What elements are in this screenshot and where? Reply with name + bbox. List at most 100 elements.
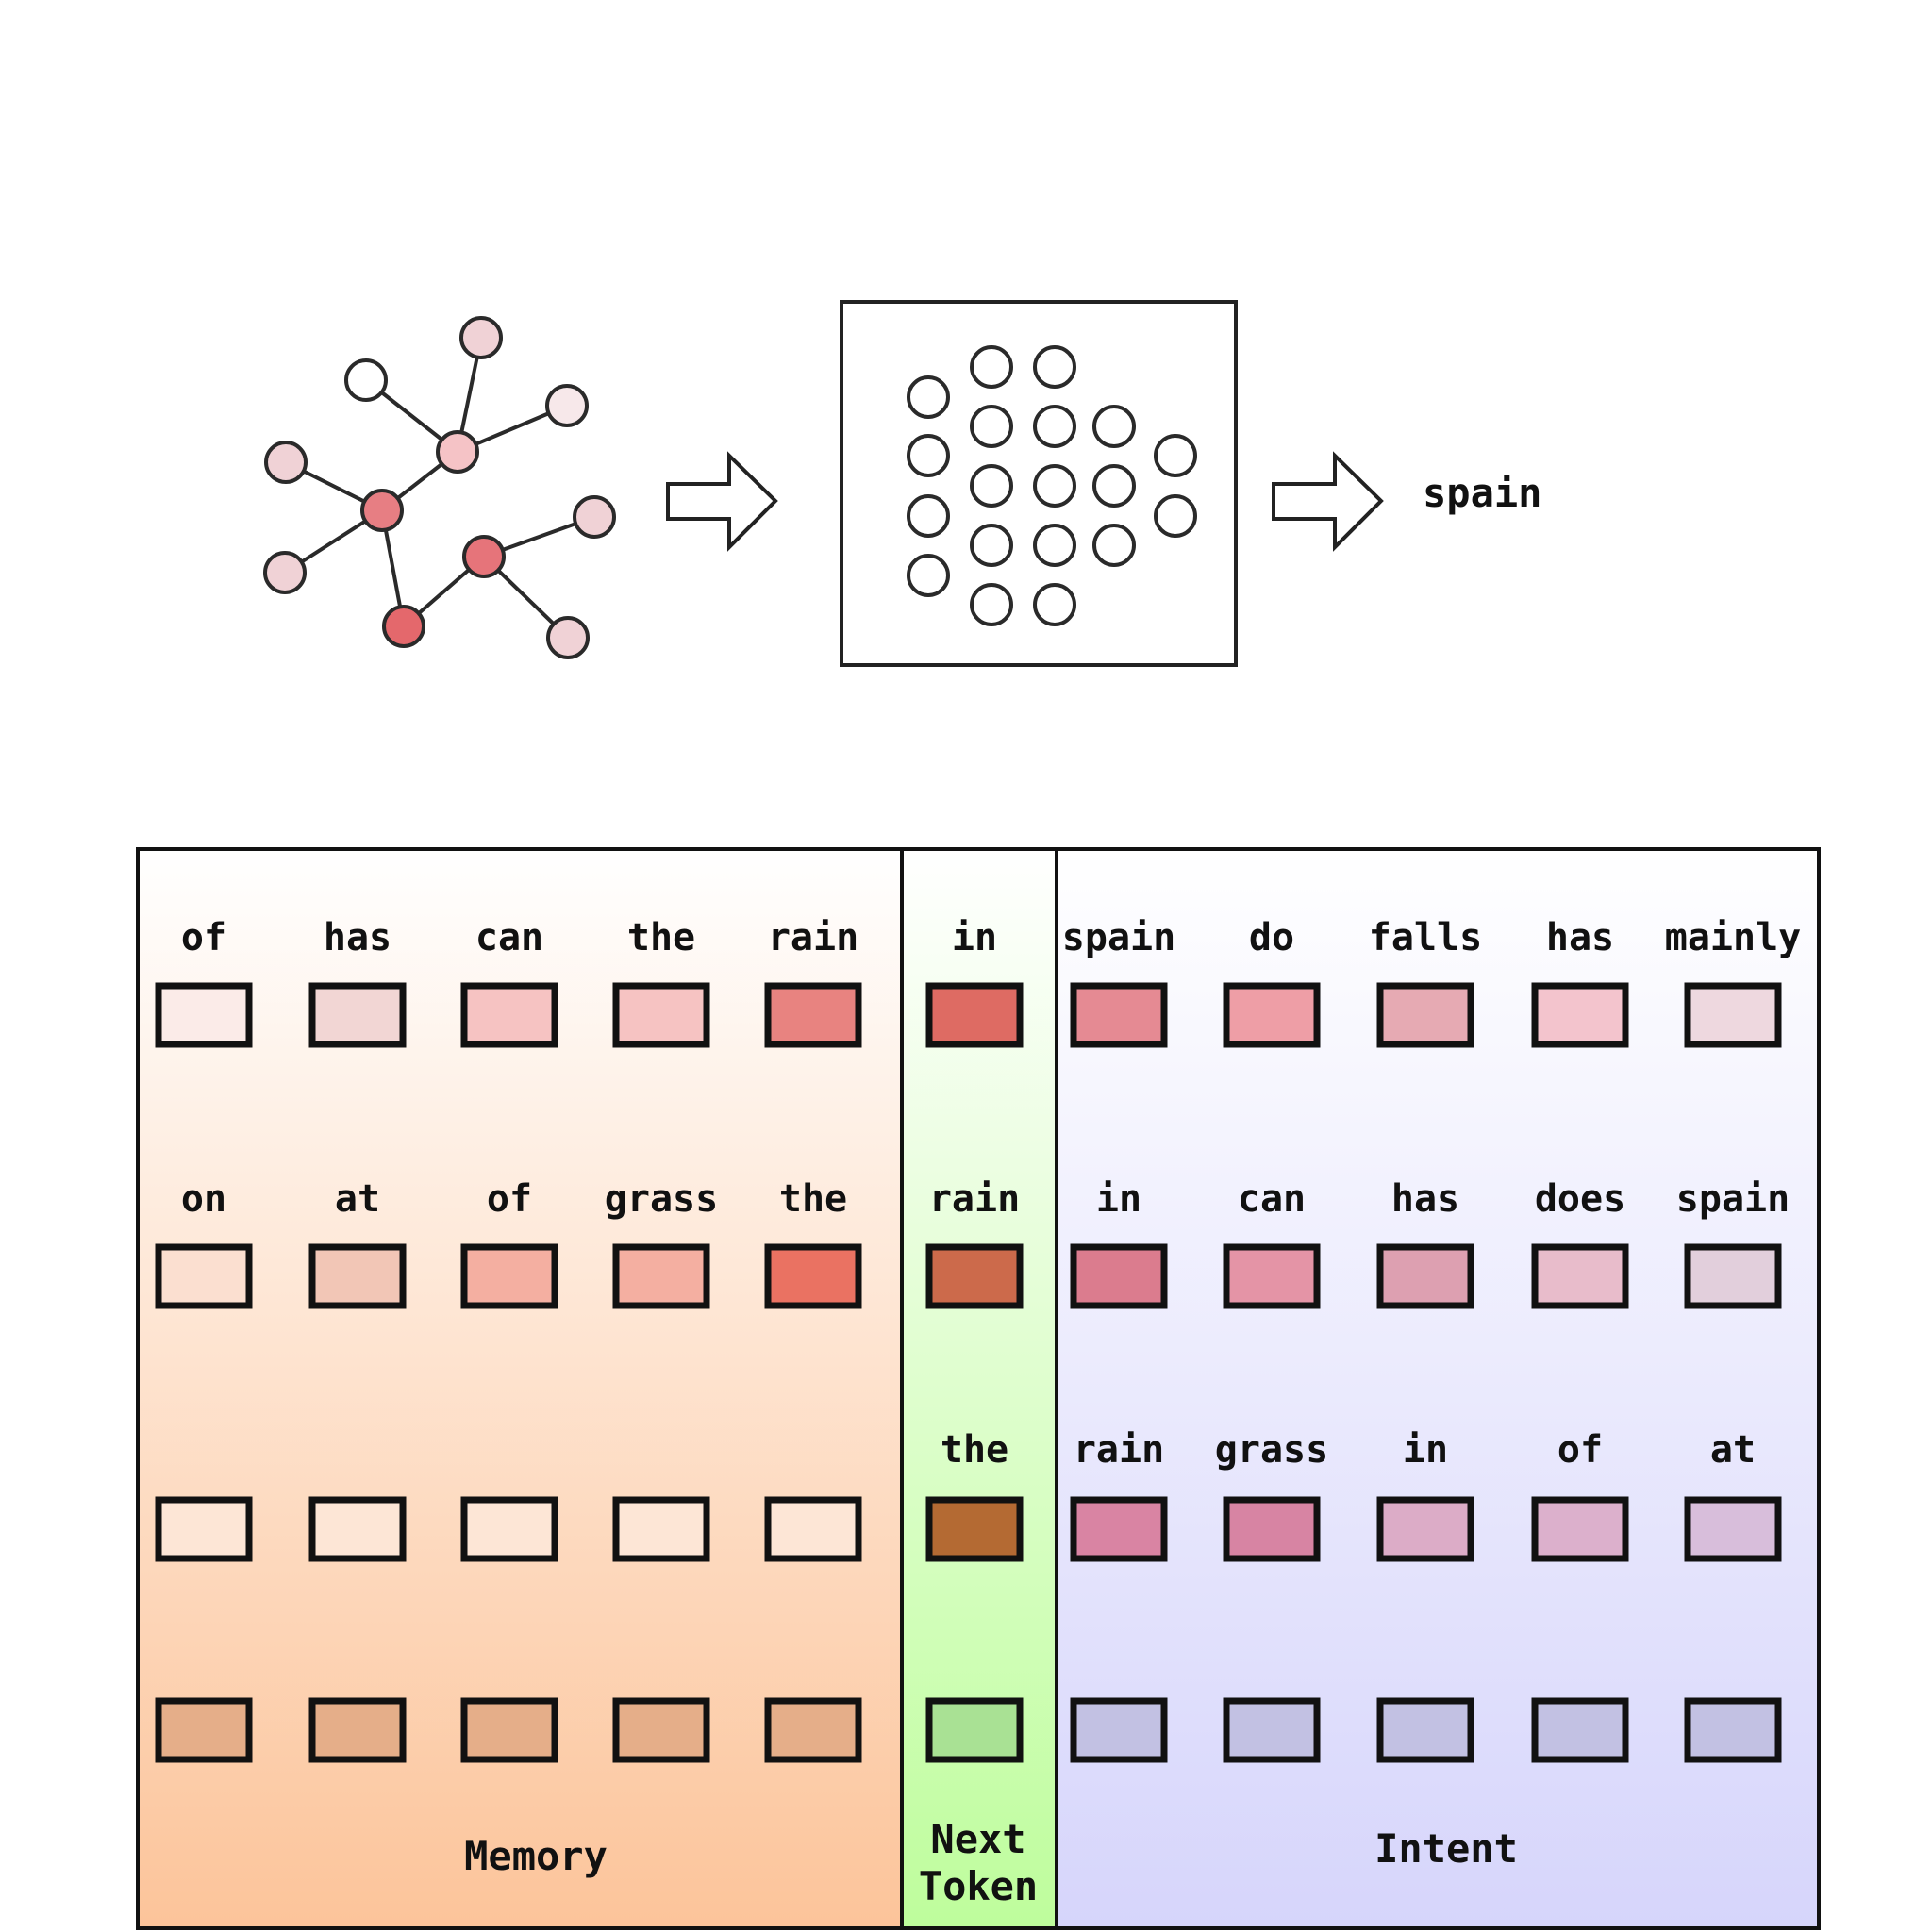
token-cell [1376, 1496, 1474, 1562]
token-cell [308, 1496, 407, 1562]
next-token-label-line2: Token [919, 1863, 1038, 1909]
token-cell [1223, 1243, 1321, 1309]
token-word: can [475, 916, 543, 959]
token-cell [155, 1697, 253, 1763]
token-cell [925, 1697, 1024, 1763]
neuron [1033, 405, 1076, 448]
token-word: in [1096, 1177, 1141, 1221]
neuron [1154, 494, 1197, 538]
arrow-right-icon [1272, 451, 1384, 552]
arrow-right-icon [666, 451, 778, 552]
graph-node [263, 551, 307, 594]
token-word: of [1557, 1428, 1603, 1472]
token-cell [1070, 1243, 1168, 1309]
token-cell [925, 1496, 1024, 1562]
output-token-label: spain [1423, 470, 1541, 516]
token-cell [612, 1243, 710, 1309]
token-cell [460, 1243, 558, 1309]
graph-node [545, 384, 589, 427]
token-cell [612, 1697, 710, 1763]
token-cell [460, 982, 558, 1048]
token-cell [1684, 982, 1782, 1048]
token-word: on [181, 1177, 226, 1221]
neuron [1092, 405, 1136, 448]
graph-node [360, 489, 404, 532]
token-word: grass [1215, 1428, 1328, 1472]
token-cell [612, 1496, 710, 1562]
graph-node [344, 358, 388, 402]
graph-node [573, 495, 616, 539]
token-word: in [952, 916, 997, 959]
token-cell [764, 1243, 862, 1309]
neuron [1092, 524, 1136, 567]
token-cell [1531, 1496, 1629, 1562]
token-word: in [1403, 1428, 1448, 1472]
knowledge-graph [263, 316, 616, 659]
token-cell [925, 1243, 1024, 1309]
token-word: has [324, 916, 391, 959]
token-word: grass [605, 1177, 718, 1221]
token-cell [308, 982, 407, 1048]
token-cell [155, 1243, 253, 1309]
memory-panel: of has can the rain on at of grass the Memory [138, 849, 900, 1928]
token-cell [1684, 1243, 1782, 1309]
neuron [970, 405, 1013, 448]
token-word: do [1249, 916, 1294, 959]
token-cell [460, 1697, 558, 1763]
token-cell [308, 1697, 407, 1763]
neuron [907, 554, 950, 597]
token-cell [764, 1697, 862, 1763]
neuron [907, 494, 950, 538]
token-word: falls [1369, 916, 1482, 959]
token-word: the [627, 916, 695, 959]
neuron [1033, 464, 1076, 508]
neural-network [907, 345, 1197, 626]
token-cell [1376, 1243, 1474, 1309]
graph-node [462, 535, 506, 578]
token-cell [1070, 1496, 1168, 1562]
token-word: rain [1074, 1428, 1164, 1472]
token-cell [1223, 1496, 1321, 1562]
token-cell [1070, 982, 1168, 1048]
intent-label: Intent [1374, 1825, 1518, 1872]
memory-label: Memory [464, 1833, 608, 1879]
token-word: of [487, 1177, 532, 1221]
token-cell [460, 1496, 558, 1562]
token-word: rain [768, 916, 858, 959]
neuron [970, 345, 1013, 389]
token-word: at [335, 1177, 380, 1221]
token-cell [308, 1243, 407, 1309]
token-cell [1376, 982, 1474, 1048]
token-word: spain [1062, 916, 1175, 959]
token-cell [1684, 1496, 1782, 1562]
token-word: the [779, 1177, 847, 1221]
token-cell [1376, 1697, 1474, 1763]
token-cell [1223, 1697, 1321, 1763]
graph-node [436, 430, 479, 474]
token-word: mainly [1665, 916, 1802, 959]
neuron [907, 434, 950, 477]
token-word: has [1546, 916, 1614, 959]
token-cell [1531, 1697, 1629, 1763]
token-cell [1531, 1243, 1629, 1309]
neuron [907, 375, 950, 419]
token-word: spain [1676, 1177, 1790, 1221]
neuron [1033, 583, 1076, 626]
neuron [970, 524, 1013, 567]
token-word: the [941, 1428, 1008, 1472]
token-word: at [1710, 1428, 1756, 1472]
token-cell [925, 982, 1024, 1048]
graph-node [264, 441, 308, 484]
token-word: of [181, 916, 226, 959]
token-cell [612, 982, 710, 1048]
token-cell [764, 1496, 862, 1562]
neuron [1092, 464, 1136, 508]
token-cell [1531, 982, 1629, 1048]
next-token-label-line1: Next [930, 1816, 1025, 1862]
token-cell [764, 982, 862, 1048]
neuron [970, 583, 1013, 626]
neuron [1033, 524, 1076, 567]
